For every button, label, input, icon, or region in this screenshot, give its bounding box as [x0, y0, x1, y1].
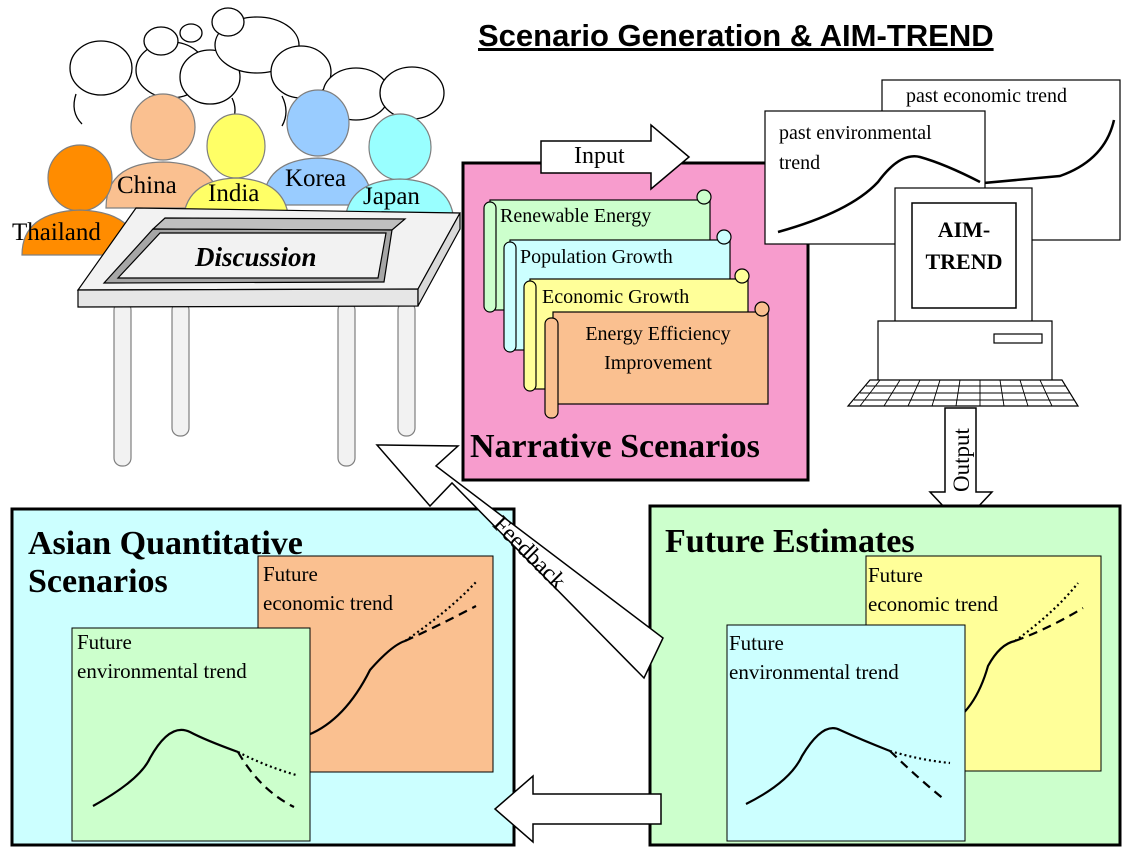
person-korea	[262, 89, 373, 206]
computer	[846, 187, 1080, 407]
scroll-label-efficiency: Energy Efficiency Improvement	[558, 320, 758, 378]
past-environmental-line1: past environmental	[779, 122, 932, 144]
discussion-table	[76, 207, 462, 467]
page-title: Scenario Generation & AIM-TREND	[478, 18, 994, 53]
asian-economic-label: Future economic trend	[263, 560, 393, 618]
aim-screen-line2: TREND	[925, 249, 1003, 274]
future-environmental-label: Future environmental trend	[729, 629, 899, 687]
thought-bubbles	[69, 7, 445, 133]
label-china: China	[117, 172, 177, 199]
asian-economic-line2: economic trend	[263, 591, 394, 615]
asian-environmental-line2: environmental trend	[77, 659, 247, 683]
asian-environmental-label: Future environmental trend	[77, 628, 247, 686]
input-label: Input	[574, 143, 625, 169]
input-arrow	[540, 123, 691, 191]
past-economic-label: past economic trend	[906, 85, 1068, 107]
label-india: India	[208, 180, 260, 207]
future-environmental-chart	[726, 624, 966, 842]
future-environmental-line1: Future	[729, 631, 784, 655]
aim-screen-label: AIM- TREND	[912, 214, 1016, 278]
label-korea: Korea	[285, 165, 347, 192]
output-label: Output	[949, 427, 974, 492]
aim-screen-line1: AIM-	[937, 217, 991, 242]
discussion-label: Discussion	[195, 242, 317, 272]
asian-title: Asian Quantitative Scenarios	[28, 525, 303, 601]
asian-economic-line1: Future	[263, 562, 318, 586]
person-thailand	[21, 144, 139, 256]
past-environmental-label: past environmental trend	[779, 118, 932, 178]
scroll-label-renewable: Renewable Energy	[500, 205, 652, 227]
scroll-label-economic: Economic Growth	[542, 286, 690, 308]
future-economic-line2: economic trend	[868, 592, 999, 616]
scroll-label-population: Population Growth	[520, 246, 673, 268]
asian-environmental-line1: Future	[77, 630, 132, 654]
past-environmental-line2: trend	[779, 152, 821, 174]
label-japan: Japan	[363, 183, 420, 210]
future-economic-label: Future economic trend	[868, 561, 998, 619]
future-title: Future Estimates	[665, 523, 915, 560]
return-arrow	[493, 774, 662, 844]
scroll-label-efficiency-line1: Energy Efficiency	[585, 323, 731, 345]
narrative-title: Narrative Scenarios	[470, 428, 760, 465]
scroll-efficiency	[544, 301, 770, 419]
label-thailand: Thailand	[12, 219, 101, 246]
feedback-arrow	[375, 444, 664, 680]
scroll-label-efficiency-line2: Improvement	[604, 352, 712, 374]
future-environmental-line2: environmental trend	[729, 660, 899, 684]
asian-title-line2: Scenarios	[28, 563, 168, 600]
future-economic-line1: Future	[868, 563, 923, 587]
asian-title-line1: Asian Quantitative	[28, 525, 303, 562]
asian-environmental-chart	[71, 627, 311, 842]
